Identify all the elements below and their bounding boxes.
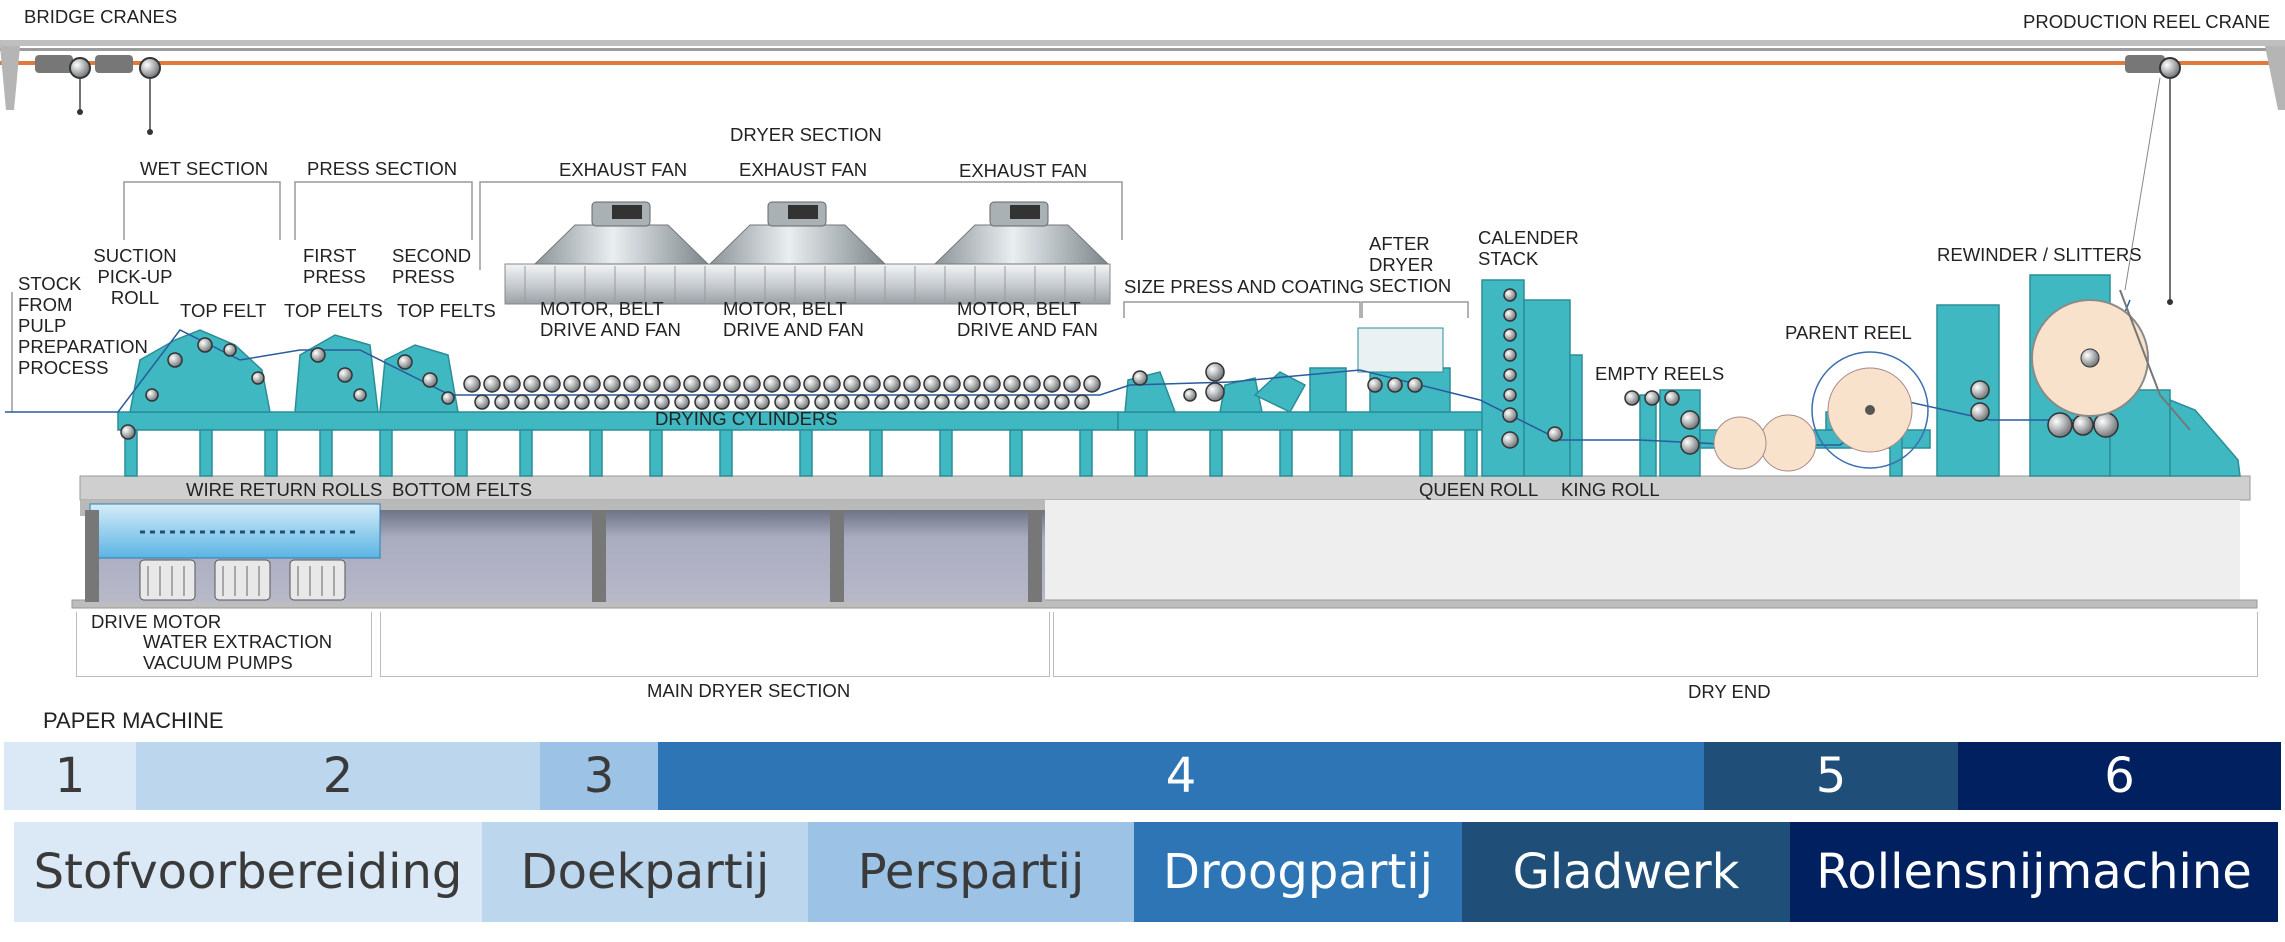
rewinder-roll-icon — [2031, 289, 2191, 431]
water-extraction-label: WATER EXTRACTION VACUUM PUMPS — [143, 631, 333, 673]
bottom-felts-label: BOTTOM FELTS — [392, 479, 533, 500]
dryer-hood — [504, 263, 1111, 305]
after-dryer-section-label: AFTER DRYER SECTION — [1369, 233, 1452, 296]
after-dryer-hood — [1357, 327, 1444, 373]
exhaust-fan-icon — [708, 201, 887, 265]
stage-name-stofvoorbereiding: Stofvoorbereiding — [14, 822, 482, 922]
size-press-coating-label: SIZE PRESS AND COATING — [1124, 276, 1365, 297]
calender-stack-label: CALENDER STACK — [1478, 227, 1579, 269]
stage-number-2: 2 — [136, 742, 540, 810]
press-section-label: PRESS SECTION — [307, 158, 458, 179]
crane-rail — [0, 40, 2285, 110]
main-dryer-section-label: MAIN DRYER SECTION — [647, 680, 851, 701]
stage-number-5: 5 — [1704, 742, 1958, 810]
stage-name-doekpartij: Doekpartij — [482, 822, 808, 922]
rewinder-slitters-label: REWINDER / SLITTERS — [1937, 244, 2142, 265]
stage-name-gladwerk: Gladwerk — [1462, 822, 1790, 922]
queen-roll-label: QUEEN ROLL — [1419, 479, 1539, 500]
exhaust-fan-icon — [933, 201, 1110, 265]
parent-reel-label: PARENT REEL — [1785, 322, 1912, 343]
first-press-label: FIRST PRESS — [303, 245, 366, 287]
bridge-cranes-label: BRIDGE CRANES — [24, 6, 178, 27]
production-reel-crane-icon — [2124, 55, 2181, 305]
top-felt-label: TOP FELT — [180, 300, 267, 321]
stage-number-1: 1 — [4, 742, 136, 810]
exhaust-fan-label-3: EXHAUST FAN — [959, 160, 1088, 181]
wire-return-rolls-label: WIRE RETURN ROLLS — [186, 479, 383, 500]
exhaust-fan-label-1: EXHAUST FAN — [559, 159, 688, 180]
dry-end-label: DRY END — [1688, 681, 1771, 702]
stock-from-pulp-label: STOCK FROM PULP PREPARATION PROCESS — [18, 273, 148, 378]
wet-section-label: WET SECTION — [140, 158, 269, 179]
stage-name-perspartij: Perspartij — [808, 822, 1134, 922]
production-reel-crane-label: PRODUCTION REEL CRANE — [2023, 11, 2271, 32]
stage-number-6: 6 — [1958, 742, 2281, 810]
parent-reel-icon — [1713, 351, 1929, 472]
stage-name-droogpartij: Droogpartij — [1134, 822, 1462, 922]
top-felts-label-1: TOP FELTS — [284, 300, 383, 321]
rolls-group — [120, 288, 2119, 455]
paper-machine-label: PAPER MACHINE — [43, 708, 224, 733]
stage-name-rollensnijmachine: Rollensnijmachine — [1790, 822, 2278, 922]
motor-belt-drive-label-1: MOTOR, BELT DRIVE AND FAN — [540, 298, 681, 340]
bracket-main-dryer — [380, 612, 1050, 677]
bracket-dry-end — [1053, 612, 2258, 677]
exhaust-fan-label-2: EXHAUST FAN — [739, 159, 868, 180]
drive-motor-label: DRIVE MOTOR — [91, 611, 222, 632]
king-roll-label: KING ROLL — [1561, 479, 1660, 500]
basement — [85, 503, 1045, 602]
section-brackets — [11, 181, 1469, 412]
stage-number-4: 4 — [658, 742, 1704, 810]
drying-cylinders-group — [463, 375, 1101, 410]
bracket-wet-end — [76, 612, 372, 677]
top-felts-label-2: TOP FELTS — [397, 300, 496, 321]
bridge-crane-icon — [35, 55, 161, 135]
exhaust-fan-icon — [533, 201, 710, 265]
motor-belt-drive-label-3: MOTOR, BELT DRIVE AND FAN — [957, 298, 1098, 340]
stage-number-3: 3 — [540, 742, 658, 810]
dryer-section-label: DRYER SECTION — [730, 124, 882, 145]
empty-reels-label: EMPTY REELS — [1595, 363, 1725, 384]
suction-pickup-roll-label: SUCTION PICK-UP ROLL — [93, 245, 177, 308]
drying-cylinders-label: DRYING CYLINDERS — [655, 408, 838, 429]
second-press-label: SECOND PRESS — [392, 245, 472, 287]
motor-belt-drive-label-2: MOTOR, BELT DRIVE AND FAN — [723, 298, 864, 340]
